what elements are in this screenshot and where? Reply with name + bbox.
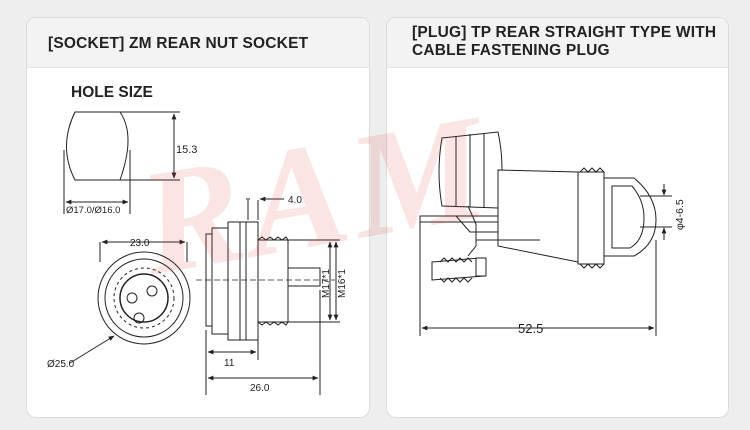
socket-panel-header <box>27 18 369 68</box>
plug-panel-header <box>387 18 728 68</box>
dim-nut-thickness: 4.0 <box>288 195 302 206</box>
socket-panel: [SOCKET] ZM REAR NUT SOCKET <box>26 17 370 418</box>
dim-total-length-socket: 26.0 <box>250 383 270 394</box>
socket-front-view <box>69 239 191 364</box>
dim-hole-diameter: Ø17.0/Ø16.0 <box>66 205 120 216</box>
plug-side-view <box>419 131 672 336</box>
dim-thread-m16: M16*1 <box>337 269 348 298</box>
socket-side-view <box>196 196 340 395</box>
dim-total-length-plug: 52.5 <box>518 321 543 336</box>
dim-outer-diameter: Ø25.0 <box>47 359 75 370</box>
dim-cable-diameter: φ4-6.5 <box>674 199 686 230</box>
dim-thread-length: 11 <box>224 358 235 369</box>
dim-hole-height: 15.3 <box>176 144 197 156</box>
plug-panel-title: [PLUG] TP REAR STRAIGHT TYPE WITH CABLE … <box>412 24 717 59</box>
hole-size-label: HOLE SIZE <box>71 84 153 101</box>
socket-panel-title: [SOCKET] ZM REAR NUT SOCKET <box>48 35 309 52</box>
hole-size-outline <box>63 111 180 214</box>
dim-thread-m17: M17*1 <box>321 269 332 298</box>
dim-face-width: 23.0 <box>130 238 150 249</box>
